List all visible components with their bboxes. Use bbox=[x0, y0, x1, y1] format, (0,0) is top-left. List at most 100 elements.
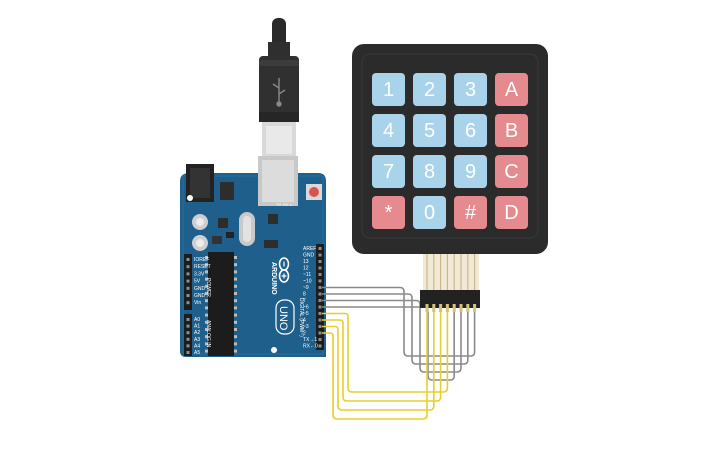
column-wire[interactable] bbox=[322, 312, 435, 411]
digital-pin-hole[interactable] bbox=[318, 279, 322, 283]
row-wire[interactable] bbox=[322, 293, 469, 365]
chip-pin bbox=[205, 335, 208, 339]
keypad-key-label: 1 bbox=[383, 79, 394, 101]
analog-pin-label: A1 bbox=[194, 324, 200, 330]
uno-badge-text: UNO bbox=[277, 306, 289, 331]
keypad-key-face bbox=[454, 73, 487, 106]
chip-pin bbox=[234, 299, 237, 303]
keypad-key-label: 6 bbox=[465, 120, 476, 142]
keypad-key-8[interactable]: 8 bbox=[413, 155, 446, 188]
analog-pin-hole[interactable] bbox=[186, 337, 190, 341]
analog-pin-hole[interactable] bbox=[186, 324, 190, 328]
keypad-key-face bbox=[495, 155, 528, 188]
keypad-inner-border bbox=[361, 53, 539, 239]
keypad-key-hash[interactable]: # bbox=[454, 196, 487, 229]
keypad-key-5[interactable]: 5 bbox=[413, 114, 446, 147]
digital-pin-hole[interactable] bbox=[318, 273, 322, 276]
keypad-ribbon-traces bbox=[426, 254, 476, 292]
connector-pin bbox=[459, 304, 463, 312]
digital-pin-hole[interactable] bbox=[318, 286, 322, 289]
usb-cable[interactable] bbox=[259, 18, 299, 156]
keypad-key-face bbox=[413, 114, 446, 147]
chip-pin bbox=[205, 299, 208, 303]
power-pin-hole[interactable] bbox=[186, 286, 190, 290]
row-wire[interactable] bbox=[322, 286, 476, 357]
keypad-key-1[interactable]: 1 bbox=[372, 73, 405, 106]
keypad-key-4[interactable]: 4 bbox=[372, 114, 405, 147]
led-label-rx: RX bbox=[283, 202, 289, 207]
keypad-key-d[interactable]: D bbox=[495, 196, 528, 229]
chip-pin bbox=[205, 320, 208, 324]
digital-pin-hole[interactable] bbox=[318, 331, 322, 335]
digital-pin-label: ~9 bbox=[303, 285, 309, 291]
digital-pin-hole[interactable] bbox=[318, 325, 322, 328]
keypad-key-label: D bbox=[504, 202, 518, 224]
keypad-key-7[interactable]: 7 bbox=[372, 155, 405, 188]
power-pin-hole[interactable] bbox=[186, 272, 190, 276]
digital-pin-hole[interactable] bbox=[318, 344, 322, 348]
digital-pin-hole[interactable] bbox=[318, 253, 322, 257]
keypad-key-3[interactable]: 3 bbox=[454, 73, 487, 106]
digital-pin-label: TX→1 bbox=[303, 337, 317, 343]
keypad-key-b[interactable]: B bbox=[495, 114, 528, 147]
chip-pin bbox=[205, 263, 208, 267]
chip-pin bbox=[205, 313, 208, 317]
keypad-key-label: 8 bbox=[424, 161, 435, 183]
digital-pin-hole[interactable] bbox=[318, 292, 322, 296]
chip-pin bbox=[234, 313, 237, 317]
atmega-chip-pins bbox=[205, 256, 237, 353]
power-pin-hole[interactable] bbox=[186, 294, 190, 297]
digital-pin-hole[interactable] bbox=[318, 247, 322, 250]
keypad-key-label: 4 bbox=[383, 120, 394, 142]
analog-pin-hole[interactable] bbox=[186, 344, 190, 348]
power-pin-hole[interactable] bbox=[186, 301, 190, 305]
digital-pin-hole[interactable] bbox=[318, 305, 322, 309]
keypad-key-face bbox=[372, 155, 405, 188]
power-pin-label: Vin bbox=[194, 300, 201, 306]
keypad-key-c[interactable]: C bbox=[495, 155, 528, 188]
power-pin-hole[interactable] bbox=[186, 265, 190, 269]
analog-pin-hole[interactable] bbox=[186, 351, 190, 354]
digital-pin-hole[interactable] bbox=[318, 318, 322, 322]
keypad-key-0[interactable]: 0 bbox=[413, 196, 446, 229]
digital-pin-hole[interactable] bbox=[318, 338, 322, 341]
row-wire[interactable] bbox=[322, 299, 462, 373]
keypad-key-a[interactable]: A bbox=[495, 73, 528, 106]
digital-pin-label: GND bbox=[303, 253, 315, 259]
chip-pin bbox=[205, 284, 208, 288]
keypad-key-label: 7 bbox=[383, 161, 394, 183]
column-wire[interactable] bbox=[322, 312, 428, 420]
keypad-key-6[interactable]: 6 bbox=[454, 114, 487, 147]
column-wire[interactable] bbox=[322, 312, 442, 402]
power-pin-hole[interactable] bbox=[186, 258, 190, 261]
reset-button[interactable] bbox=[309, 187, 319, 197]
keypad-key-2[interactable]: 2 bbox=[413, 73, 446, 106]
chip-pin bbox=[234, 277, 237, 281]
chip-pin bbox=[205, 270, 208, 274]
digital-pin-hole[interactable] bbox=[318, 312, 322, 315]
analog-pin-hole[interactable] bbox=[186, 318, 190, 321]
small-chip bbox=[212, 236, 222, 244]
keypad-key-label: 0 bbox=[424, 202, 435, 224]
jumper-wires[interactable] bbox=[322, 286, 476, 420]
chip-pin bbox=[205, 342, 208, 346]
keypad-key-label: A bbox=[505, 79, 519, 101]
column-wire[interactable] bbox=[322, 312, 449, 393]
digital-pin-hole[interactable] bbox=[318, 260, 322, 263]
keypad-key-star[interactable]: * bbox=[372, 196, 405, 229]
power-pin-hole[interactable] bbox=[186, 279, 190, 283]
digital-pin-hole[interactable] bbox=[318, 299, 322, 302]
connector-pin bbox=[445, 304, 449, 312]
digital-pin-hole[interactable] bbox=[318, 266, 322, 270]
keypad-key-9[interactable]: 9 bbox=[454, 155, 487, 188]
usb-plug-ridge bbox=[259, 60, 299, 66]
analog-pin-hole[interactable] bbox=[186, 331, 190, 335]
chip-pin bbox=[205, 277, 208, 281]
